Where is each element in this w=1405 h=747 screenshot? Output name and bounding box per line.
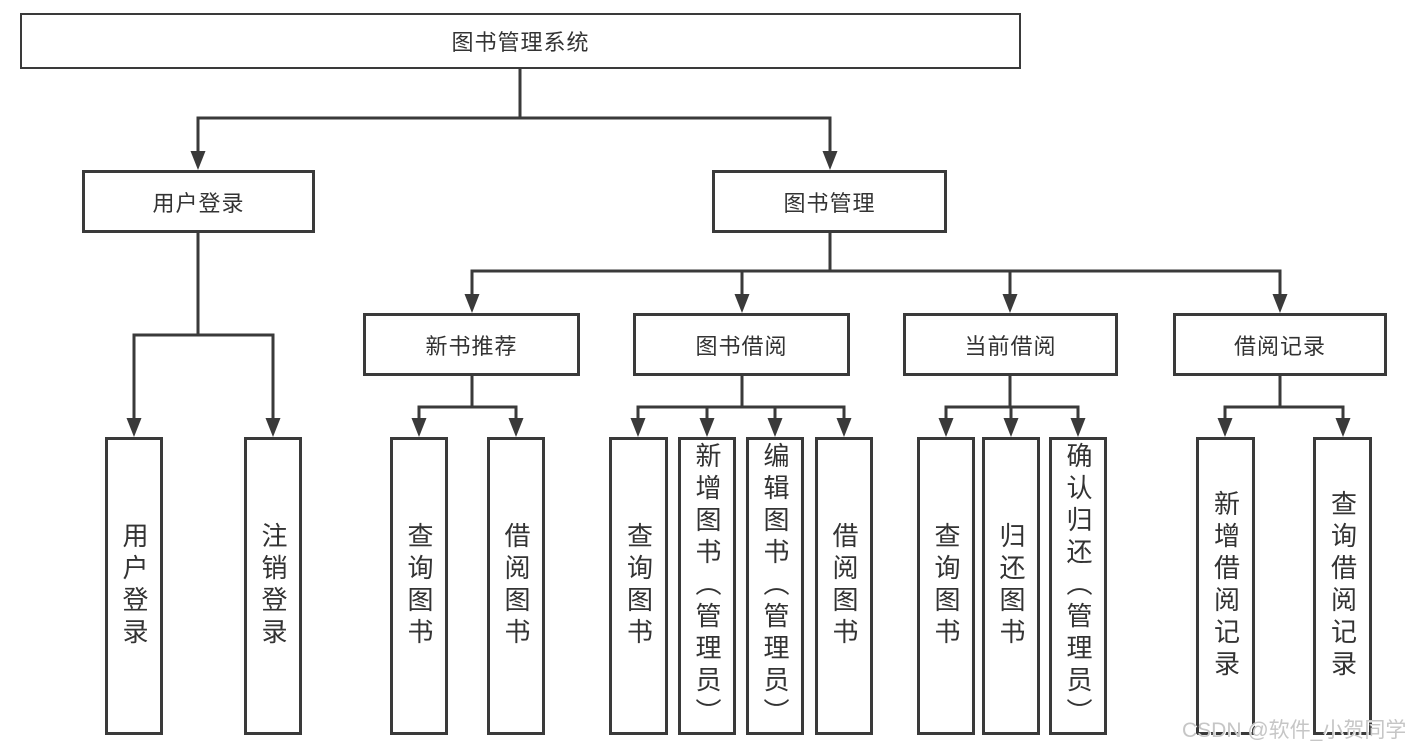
node-book-borrow: 图书借阅 bbox=[633, 313, 850, 376]
leaf-query-books-recommend: 查询图书 bbox=[390, 437, 448, 735]
leaf-query-books-recommend-label: 查询图书 bbox=[404, 522, 434, 650]
leaf-edit-books-admin: 编辑图书（管理员） bbox=[746, 437, 804, 735]
node-borrow-records: 借阅记录 bbox=[1173, 313, 1387, 376]
node-book-management: 图书管理 bbox=[712, 170, 947, 233]
node-user-login-label: 用户登录 bbox=[152, 190, 245, 216]
node-new-book-recommend-label: 新书推荐 bbox=[425, 333, 518, 359]
leaf-query-current-label: 查询图书 bbox=[931, 522, 961, 650]
node-root: 图书管理系统 bbox=[20, 13, 1021, 69]
leaf-borrow-books-recommend: 借阅图书 bbox=[487, 437, 545, 735]
leaf-borrow-books-recommend-label: 借阅图书 bbox=[501, 522, 531, 650]
leaf-confirm-return-admin: 确认归还（管理员） bbox=[1049, 437, 1107, 735]
leaf-query-books-label: 查询图书 bbox=[623, 522, 654, 650]
node-root-label: 图书管理系统 bbox=[451, 30, 590, 55]
leaf-add-books-admin-label: 新增图书（管理员） bbox=[692, 442, 722, 730]
leaf-logout: 注销登录 bbox=[244, 437, 302, 735]
leaf-return-books-label: 归还图书 bbox=[996, 522, 1026, 650]
node-book-borrow-label: 图书借阅 bbox=[695, 333, 788, 359]
node-user-login: 用户登录 bbox=[82, 170, 315, 233]
node-new-book-recommend: 新书推荐 bbox=[363, 313, 580, 376]
node-book-management-label: 图书管理 bbox=[783, 190, 876, 216]
node-borrow-records-label: 借阅记录 bbox=[1233, 333, 1326, 359]
node-current-borrow-label: 当前借阅 bbox=[964, 333, 1057, 359]
leaf-query-books: 查询图书 bbox=[609, 437, 668, 735]
leaf-query-borrow-record: 查询借阅记录 bbox=[1313, 437, 1372, 735]
leaf-return-books: 归还图书 bbox=[982, 437, 1040, 735]
leaf-user-login: 用户登录 bbox=[105, 437, 163, 735]
leaf-query-current: 查询图书 bbox=[917, 437, 975, 735]
leaf-add-borrow-record-label: 新增借阅记录 bbox=[1210, 490, 1241, 682]
leaf-edit-books-admin-label: 编辑图书（管理员） bbox=[760, 442, 790, 730]
leaf-borrow-books-label: 借阅图书 bbox=[829, 522, 859, 650]
node-current-borrow: 当前借阅 bbox=[903, 313, 1118, 376]
leaf-user-login-label: 用户登录 bbox=[119, 522, 149, 650]
leaf-add-borrow-record: 新增借阅记录 bbox=[1196, 437, 1255, 735]
leaf-borrow-books: 借阅图书 bbox=[815, 437, 873, 735]
leaf-confirm-return-admin-label: 确认归还（管理员） bbox=[1063, 442, 1093, 730]
leaf-add-books-admin: 新增图书（管理员） bbox=[678, 437, 736, 735]
leaf-query-borrow-record-label: 查询借阅记录 bbox=[1327, 490, 1358, 682]
watermark: CSDN @软件_小贺同学 bbox=[1182, 719, 1405, 742]
leaf-logout-label: 注销登录 bbox=[258, 522, 288, 650]
